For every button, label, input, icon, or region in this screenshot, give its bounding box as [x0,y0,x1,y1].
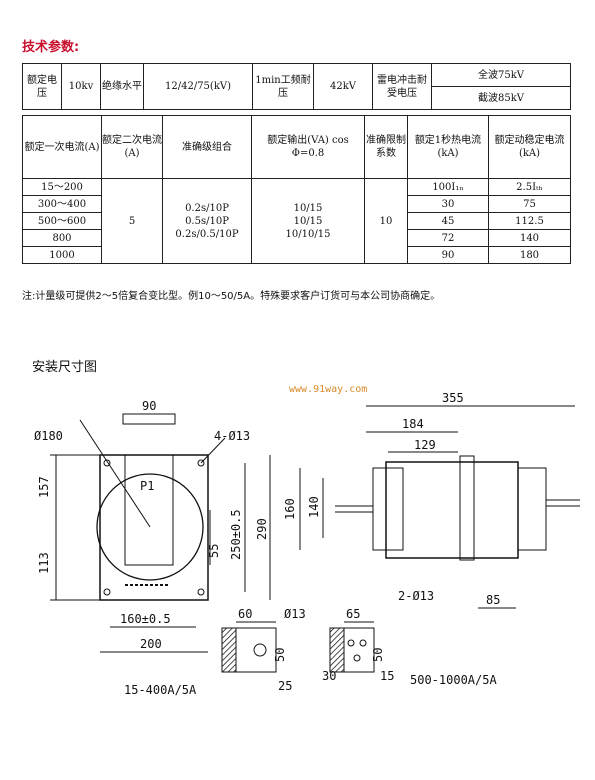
dim-290: 290 [255,518,269,540]
dim-55: 55 [207,544,221,558]
note-text: 注:计量级可提供2～5倍复合变比型。例10～50/5A。特殊要求客户订货可与本公… [22,291,441,302]
dim-160: 160 [283,498,297,520]
dim-a25: 25 [278,679,292,693]
dim-a60: 60 [238,607,252,621]
header-thermal: 额定1秒热电流(kA) [407,115,489,179]
header-dynamic: 额定动稳定电流(kA) [488,115,571,179]
full-wave: 全波75kV [431,63,571,87]
dim-200: 200 [140,637,162,651]
dim-4-13: 4-Ø13 [214,429,250,443]
core-circle [96,473,204,581]
watermark: www.91way.com [289,384,368,395]
dim-a50: 50 [273,648,287,662]
busbar-b-hole [359,639,367,647]
dim-184: 184 [402,417,424,431]
busbar-a-hole [253,643,267,657]
mount-hole [197,459,205,467]
mount-hole [197,588,205,596]
lightning-label: 雷电冲击耐受电压 [372,63,432,110]
dim-113: 113 [37,552,51,574]
rated-voltage-value: 10kv [61,63,101,110]
busbar-b-hole [347,639,355,647]
header-secondary: 额定二次电流(A) [101,115,163,179]
flange-left [372,467,404,551]
insulation-label: 绝缘水平 [100,63,144,110]
voltage-table: 额定电压 10kv 绝缘水平 12/42/75(kV) 1min工频耐压 42k… [22,63,571,110]
dim-a13: Ø13 [284,607,306,621]
flange-right [517,467,547,551]
dim-dia180: Ø180 [34,429,63,443]
thermal-current: 90 [407,246,489,264]
caption-15-400: 15-400A/5A [124,683,197,697]
dim-157: 157 [37,476,51,498]
flange-mid [459,455,475,561]
mount-hole [103,588,111,596]
dim-90: 90 [142,399,156,413]
dim-b65: 65 [346,607,360,621]
dim-355: 355 [442,391,464,405]
header-accuracy: 准确级组合 [162,115,252,179]
busbar-b-face [343,627,375,673]
busbar-b-hole [353,654,361,662]
dim-b2-13: 2-Ø13 [398,589,434,603]
mount-hole [103,459,111,467]
secondary-current: 5 [101,178,163,264]
body [385,461,519,559]
dim-129: 129 [414,438,436,452]
busbar-a [221,627,237,673]
terminal-block [124,454,174,566]
label-p1: P1 [140,479,154,493]
dim-140: 140 [307,496,321,518]
chopped-wave: 截波85kV [431,86,571,110]
current-table: 额定一次电流(A) 额定二次电流(A) 准确级组合 额定输出(VA) cos Φ… [22,115,571,264]
busbar-b [329,627,345,673]
front-plate [99,454,209,601]
dim-b30: 30 [322,669,336,683]
rated-outputs: 10/15 10/15 10/10/15 [251,178,365,264]
spec-title: 技术参数: [22,40,80,55]
header-primary: 额定一次电流(A) [22,115,102,179]
busbar-a-face [235,627,277,673]
dim-250: 250±0.5 [229,509,243,560]
dim-b15: 15 [380,669,394,683]
top-dim-box [122,413,176,425]
dim-85: 85 [486,593,500,607]
caption-500-1000: 500-1000A/5A [410,673,497,687]
dim-b50: 50 [371,648,385,662]
primary-current: 1000 [22,246,102,264]
power-freq-label: 1min工频耐压 [252,63,314,110]
dim-160-05: 160±0.5 [120,612,171,626]
install-title: 安装尺寸图 [32,360,98,375]
dynamic-current: 180 [488,246,571,264]
